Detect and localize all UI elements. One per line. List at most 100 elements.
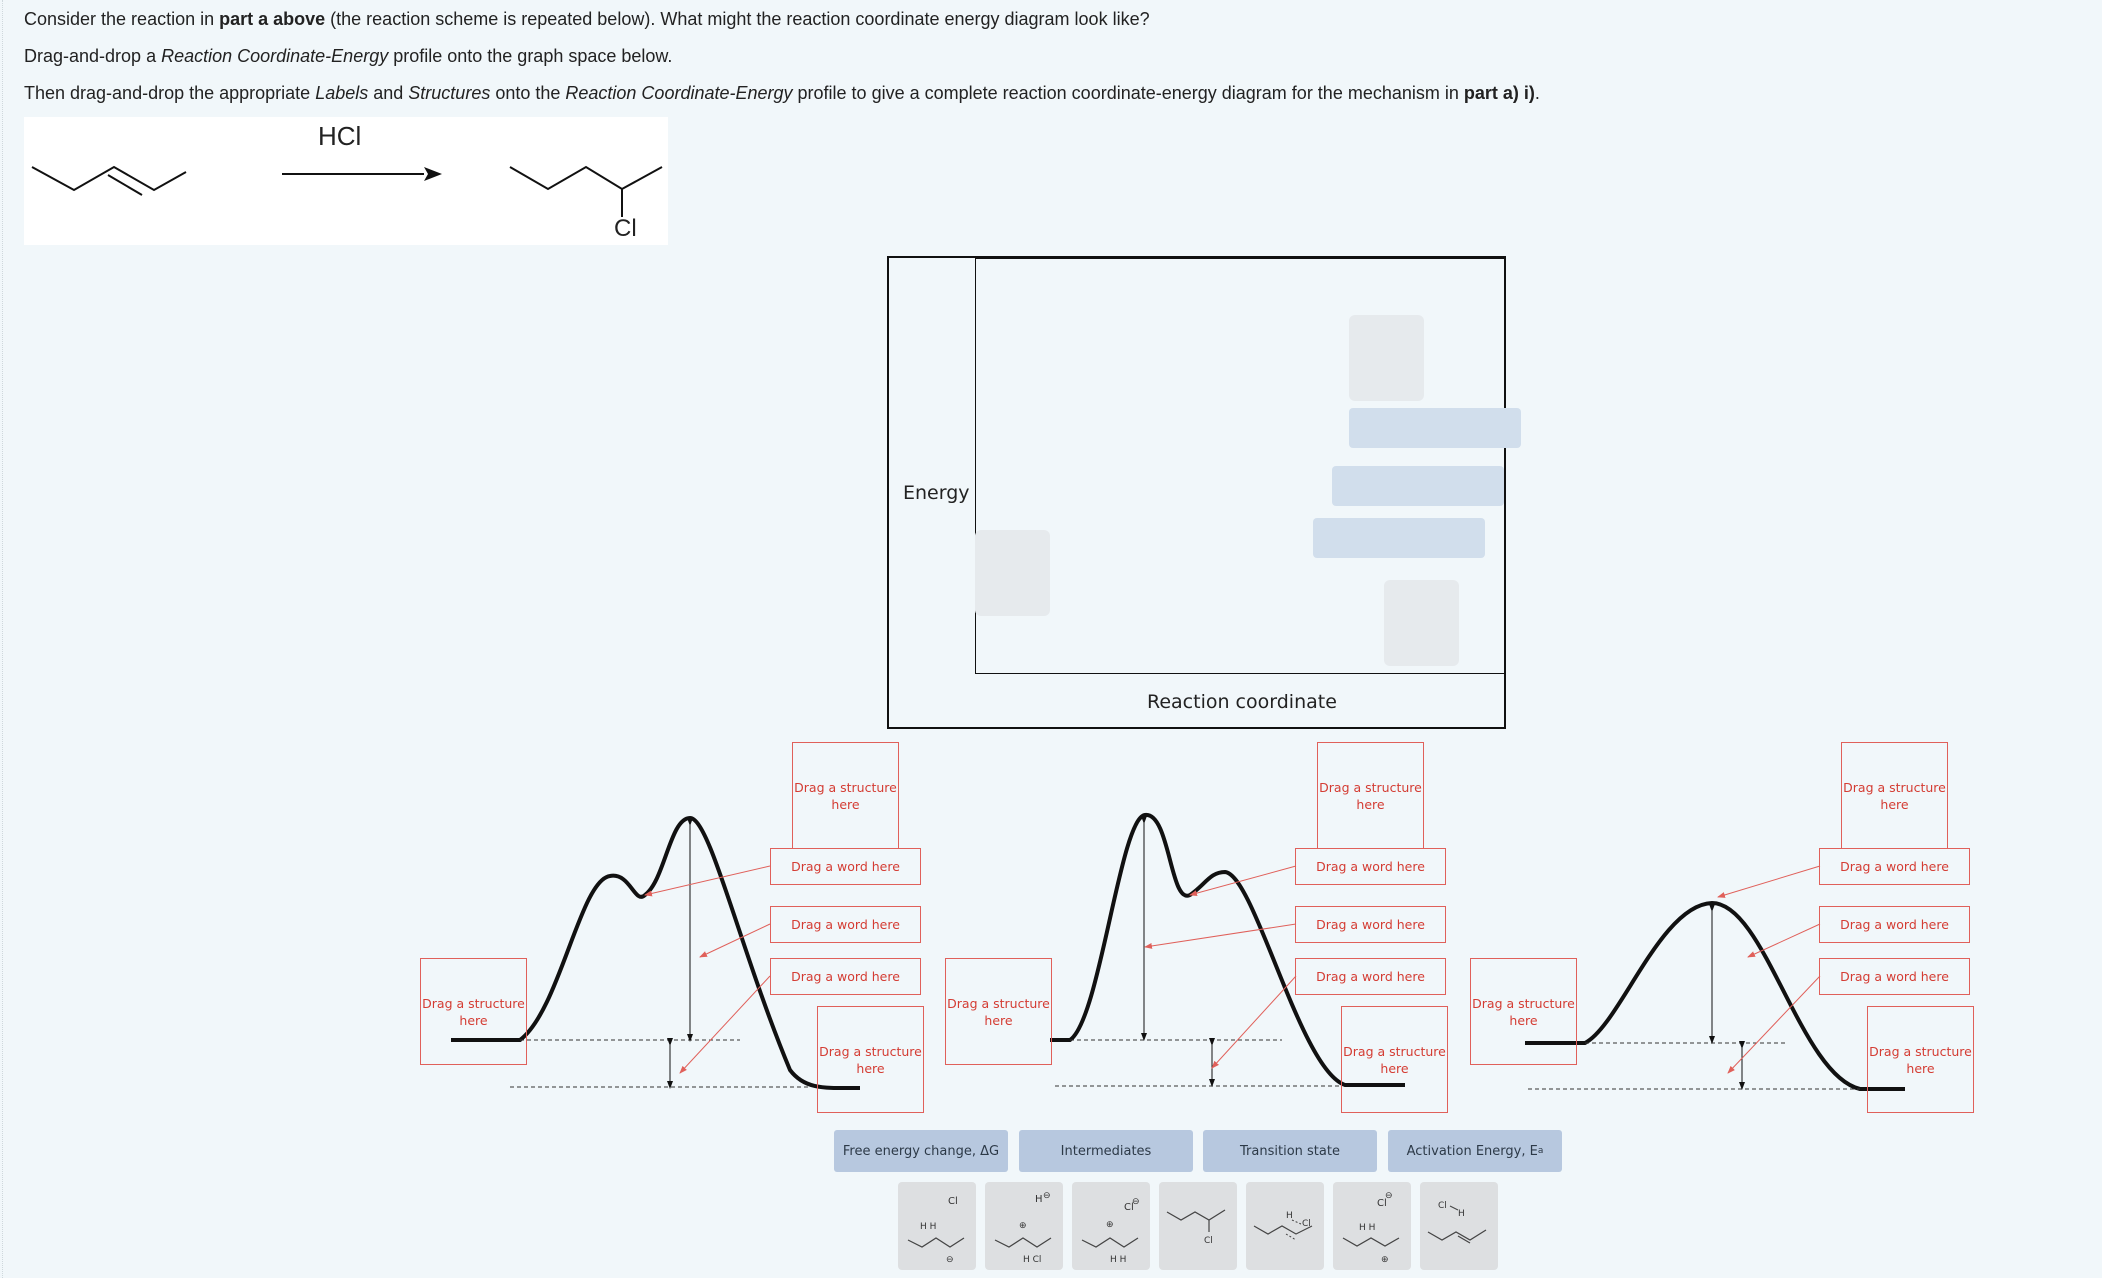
instruction-text: (the reaction scheme is repeated below).… [325,9,1150,29]
word-drop-zone[interactable]: Drag a word here [1295,958,1446,995]
structure-drop-zone[interactable]: Drag a structure here [945,958,1052,1065]
profile-curve [1050,813,1405,1087]
structure-tile-3[interactable]: Cl ⊖ ⊕ H H [1072,1182,1150,1270]
y-axis-label: Energy [903,482,970,504]
instruction-bold: part a) i) [1463,83,1535,103]
structure-skeleton [1342,1237,1400,1247]
charge-symbol: ⊕ [1019,1220,1027,1230]
label-intermediates[interactable]: Intermediates [1019,1130,1193,1172]
charge-symbol: ⊖ [1385,1190,1393,1200]
page-left-border [2,0,4,1278]
structure-atom-label: H H [920,1222,936,1232]
word-drop-zone[interactable]: Drag a word here [770,906,921,943]
structure-atom-label: Cl [1438,1201,1447,1211]
profile-two-step-a[interactable] [451,815,861,1091]
instruction-text: profile onto the graph space below. [388,46,673,66]
structure-drop-zone[interactable]: Drag a structure here [1317,742,1424,849]
structure-atom-label: Cl [1302,1219,1311,1229]
profile-curve [1525,900,1905,1091]
structure-drawing: Cl [1166,1209,1226,1246]
structure-tile-1[interactable]: Cl H H ⊖ [898,1182,976,1270]
pointer-line [1211,975,1297,1069]
word-drop-zone[interactable]: Drag a word here [1819,848,1970,885]
structure-drawing: Cl H [1427,1201,1487,1244]
label-free-energy-change[interactable]: Free energy change, ΔG [834,1130,1008,1172]
word-drop-zone[interactable]: Drag a word here [770,958,921,995]
word-drop-zone[interactable]: Drag a word here [1295,848,1446,885]
graph-drop-area[interactable]: Energy Reaction coordinate [887,256,1521,729]
structure-atom-label: H [1458,1209,1465,1219]
placeholder-slot [1349,315,1424,401]
structure-drawing: Cl ⊖ ⊕ H H [1081,1196,1140,1265]
instruction-text: . [1534,83,1540,103]
pointer-line [699,923,771,958]
structure-skeleton [1253,1225,1313,1235]
structure-atom-label: Cl [948,1196,958,1207]
charge-symbol: ⊕ [1106,1219,1114,1229]
instruction-text: and [368,83,409,103]
label-activation-energy-sub: a [1537,1146,1544,1156]
structure-drawing: Cl ⊖ H H ⊕ [1342,1190,1400,1264]
structure-tile-4[interactable]: Cl [1159,1182,1237,1270]
structure-drop-zone[interactable]: Drag a structure here [1867,1006,1974,1113]
profile-one-step[interactable] [1525,865,1905,1091]
structure-tile-7[interactable]: Cl H [1420,1182,1498,1270]
word-drop-zone[interactable]: Drag a word here [1819,958,1970,995]
placeholder-slot [975,530,1050,616]
partial-bond [1291,1219,1302,1225]
structure-skeleton [907,1237,965,1248]
label-activation-energy-text: Activation Energy, E [1406,1143,1538,1159]
label-transition-state[interactable]: Transition state [1203,1130,1377,1172]
instruction-bold: part a above [219,9,326,29]
x-axis-label: Reaction coordinate [1147,691,1337,713]
structure-drawing: H Cl [1253,1211,1313,1241]
partial-bond [1285,1233,1297,1241]
word-drop-zone[interactable]: Drag a word here [1819,906,1970,943]
profile-two-step-b[interactable] [1050,813,1405,1087]
instruction-line-2: Drag-and-drop a Reaction Coordinate-Ener… [24,46,672,67]
alkene-double-bond [1457,1235,1471,1244]
structure-skeleton [1166,1209,1226,1221]
structure-atom-label: H [1286,1211,1293,1221]
structure-atom-label: H Cl [1023,1255,1041,1265]
structure-drop-zone[interactable]: Drag a structure here [792,742,899,849]
instruction-text: profile to give a complete reaction coor… [792,83,1464,103]
instruction-italic: Reaction Coordinate-Energy [565,83,793,103]
h-cl-bond [1449,1205,1459,1211]
structure-drop-zone[interactable]: Drag a structure here [1470,958,1577,1065]
structure-tile-2[interactable]: H ⊖ ⊕ H Cl [985,1182,1063,1270]
profile-curve [451,815,861,1091]
structure-drop-zone[interactable]: Drag a structure here [1841,742,1948,849]
structure-drop-zone[interactable]: Drag a structure here [420,958,527,1065]
instruction-line-1: Consider the reaction in part a above (t… [24,9,1150,30]
pointer-line [1747,923,1821,958]
structure-drawing: Cl H H ⊖ [907,1196,965,1264]
structure-atom-label: Cl [1204,1236,1213,1246]
alkene-double-bond [107,174,143,196]
structure-tile-6[interactable]: Cl ⊖ H H ⊕ [1333,1182,1411,1270]
reaction-arrowhead [424,167,442,181]
placeholder-slot [1313,518,1485,558]
instruction-text: Drag-and-drop a [24,46,162,66]
reaction-scheme-drawing [31,165,663,217]
structure-drop-zone[interactable]: Drag a structure here [1341,1006,1448,1113]
word-drop-zone[interactable]: Drag a word here [1295,906,1446,943]
instruction-text: Then drag-and-drop the appropriate [24,83,316,103]
instruction-italic: Structures [408,83,491,103]
structure-drop-zone[interactable]: Drag a structure here [817,1006,924,1113]
structure-tile-5[interactable]: H Cl [1246,1182,1324,1270]
pointer-line [1144,923,1297,949]
instruction-text: Consider the reaction in [24,9,220,29]
alkene-reactant [31,165,187,192]
chloroalkane-product [509,165,663,191]
structure-atom-label: Cl [1377,1198,1387,1209]
instruction-italic: Reaction Coordinate-Energy [161,46,389,66]
structure-atom-label: Cl [1124,1202,1134,1213]
placeholder-slot [1332,466,1504,506]
structure-skeleton [994,1237,1052,1248]
word-drop-zone[interactable]: Drag a word here [770,848,921,885]
structure-drawing: H ⊖ ⊕ H Cl [994,1190,1052,1265]
structure-atom-label: H H [1110,1255,1126,1265]
